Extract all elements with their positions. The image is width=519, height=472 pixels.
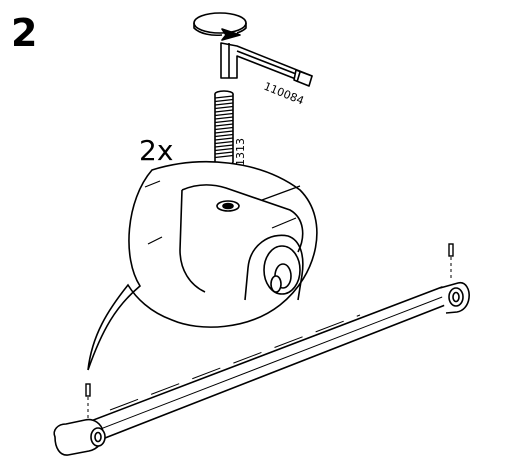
rail-bar [53,281,470,456]
screw-icon [85,243,454,420]
allen-key-part-code: 110084 [262,80,306,108]
threaded-stud-icon [214,90,234,171]
detail-callout [87,161,318,371]
quantity-label: 2x [139,134,174,167]
step-number: 2 [11,11,38,55]
allen-key-icon [220,42,313,87]
rotation-arrow-icon [193,12,247,41]
